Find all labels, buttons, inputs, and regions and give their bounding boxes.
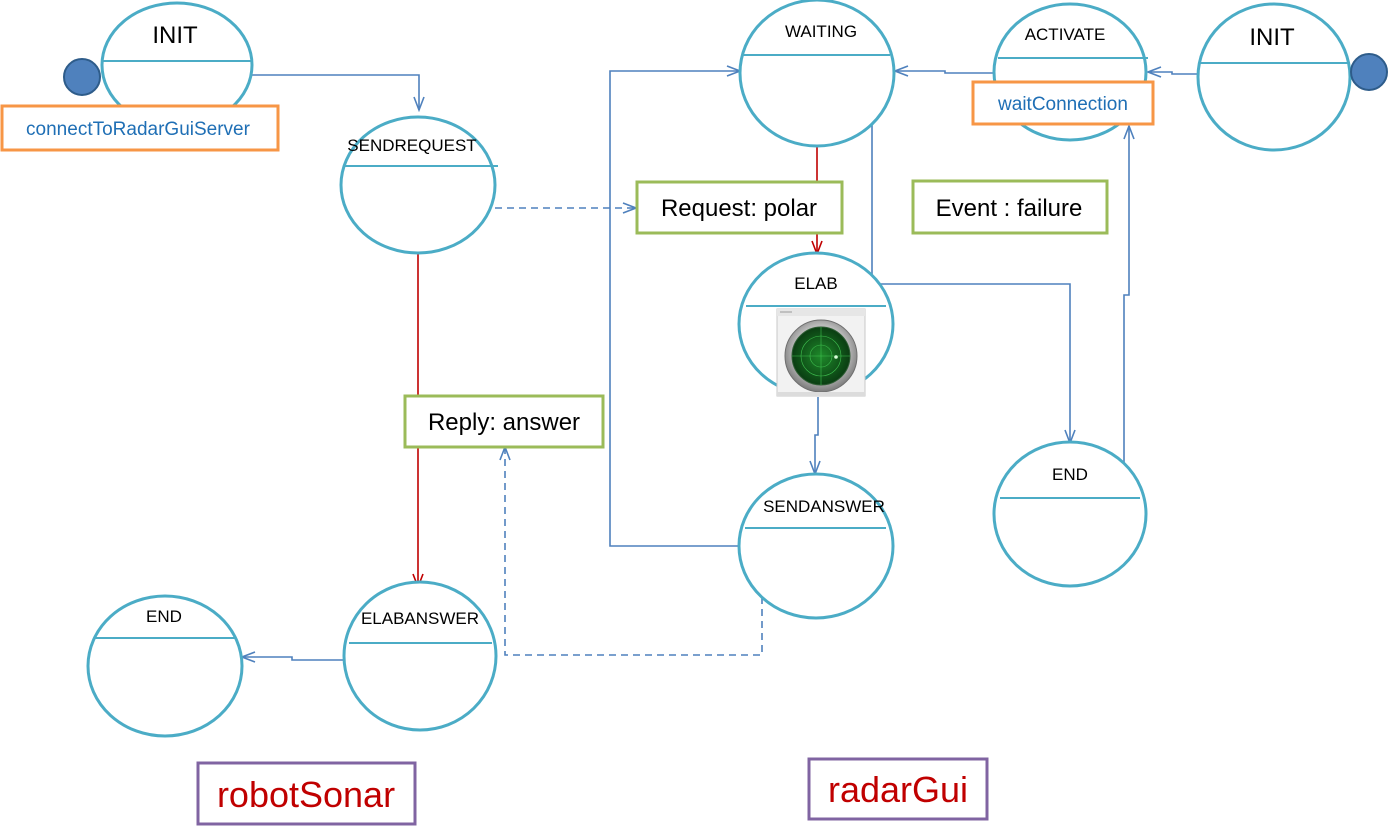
actor-label: radarGui [828, 769, 968, 810]
arrow-init-to-activate [1148, 72, 1198, 74]
state-sendrequest: SENDREQUEST [339, 115, 498, 255]
state-name: INIT [1249, 24, 1295, 51]
connectors [242, 71, 1198, 660]
state-name: ELAB [794, 274, 837, 293]
state-name: END [1052, 465, 1088, 484]
arrow-init-to-sendrequest [249, 74, 419, 110]
state-radargui-end: END [992, 440, 1148, 588]
event-label: Event : failure [936, 195, 1083, 222]
state-elabanswer: ELABANSWER [342, 580, 498, 732]
state-name: ELABANSWER [361, 609, 479, 628]
arrow-end-to-activate [1123, 126, 1129, 463]
arrow-sendanswer-to-waiting [609, 71, 740, 547]
arrow-reply-message [505, 447, 763, 656]
message-reply-answer: Reply: answer [403, 394, 605, 449]
init-marker-left [63, 58, 101, 96]
state-waiting: WAITING [738, 0, 896, 148]
state-name: INIT [152, 22, 198, 49]
radar-screen-icon [776, 308, 866, 397]
arrow-elabanswer-to-end [242, 657, 343, 660]
state-name: SENDANSWER [763, 497, 885, 516]
arrow-waiting-to-end [871, 120, 1070, 443]
arrow-activate-to-waiting [895, 71, 994, 73]
arrow-elab-to-sendanswer [815, 397, 818, 474]
init-marker-right [1350, 53, 1388, 91]
actor-label: robotSonar [217, 774, 395, 815]
state-name: END [146, 607, 182, 626]
action-wait-connection: waitConnection [971, 80, 1155, 126]
state-name: WAITING [785, 22, 857, 41]
action-label: waitConnection [997, 94, 1128, 115]
state-radargui-init: INIT [1196, 2, 1352, 152]
state-robotsonar-end: END [86, 594, 244, 738]
action-connect-to-radar-gui-server: connectToRadarGuiServer [0, 104, 280, 152]
message-label: Request: polar [661, 195, 817, 222]
message-label: Reply: answer [428, 409, 580, 436]
actor-robotsonar: robotSonar [196, 761, 417, 826]
event-failure: Event : failure [911, 179, 1109, 235]
state-name: SENDREQUEST [347, 136, 476, 155]
state-sendanswer: SENDANSWER [737, 472, 895, 620]
message-request-polar: Request: polar [635, 180, 844, 235]
actor-radargui: radarGui [807, 757, 989, 821]
state-name: ACTIVATE [1025, 25, 1106, 44]
action-label: connectToRadarGuiServer [26, 119, 251, 140]
